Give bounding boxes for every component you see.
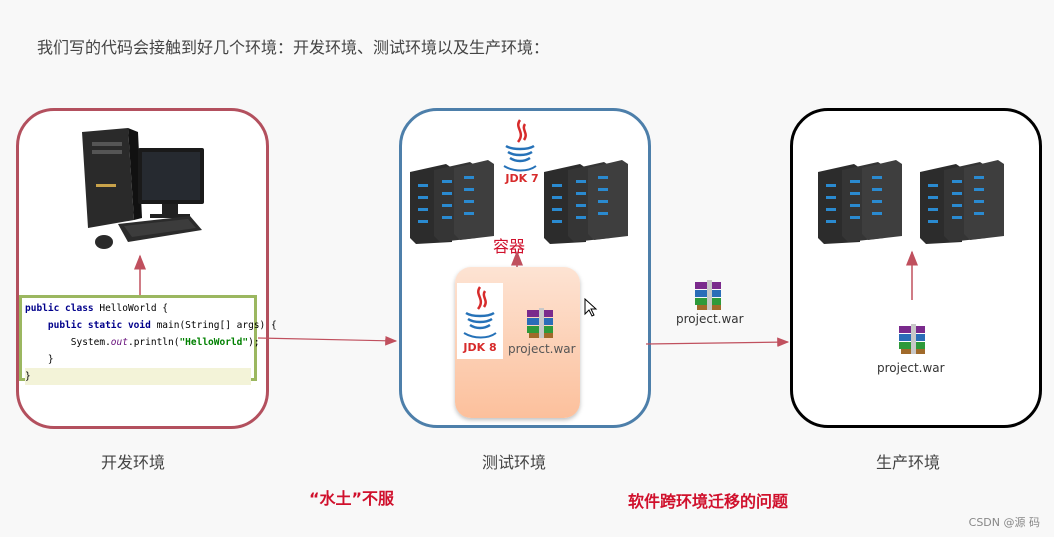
- jdk7-label: JDK 7: [505, 172, 539, 185]
- jdk8-java-logo: JDK 8: [457, 283, 503, 359]
- code-line-3-string: "HelloWorld": [179, 337, 249, 348]
- incompatibility-caption: “水土”不服: [309, 489, 395, 508]
- desktop-computer-icon: [82, 128, 204, 249]
- watermark: CSDN @源 码: [968, 516, 1040, 529]
- migration-problem-caption: 软件跨环境迁移的问题: [628, 492, 789, 511]
- container-label: 容器: [493, 237, 526, 256]
- java-cup-icon: [463, 286, 497, 339]
- dev-to-test-arrow: [257, 335, 398, 346]
- server-rack-icon: [920, 160, 1004, 244]
- code-line-1-keyword: public class: [25, 303, 100, 314]
- transfer-war-label: project.war: [676, 312, 744, 326]
- war-archive-icon: [527, 308, 553, 338]
- code-line-3-mid: .println(: [127, 337, 180, 348]
- jdk8-label: JDK 8: [463, 341, 497, 354]
- code-line-4: }: [25, 354, 54, 365]
- container-war-label: project.war: [508, 342, 576, 356]
- war-archive-icon: [695, 280, 721, 310]
- page-heading: 我们写的代码会接触到好几个环境：开发环境、测试环境以及生产环境：: [37, 38, 550, 57]
- code-line-1-rest: HelloWorld {: [99, 303, 168, 314]
- code-line-3-pre: System.: [25, 337, 111, 348]
- server-rack-icon: [818, 160, 902, 244]
- war-archive-icon: [899, 324, 925, 354]
- java-cup-icon: [503, 119, 537, 172]
- code-line-5: }: [25, 368, 251, 385]
- prod-war-label: project.war: [877, 361, 945, 375]
- server-rack-icon: [410, 160, 494, 244]
- prod-environment-panel: [790, 108, 1042, 428]
- code-line-3-out: out: [110, 337, 128, 348]
- code-line-2-keyword: public static void: [25, 320, 157, 331]
- jdk7-java-logo: JDK 7: [498, 116, 542, 192]
- helloworld-code-snippet: public class HelloWorld { public static …: [19, 295, 277, 385]
- dev-environment-label: 开发环境: [101, 453, 166, 472]
- mouse-cursor-icon: [584, 298, 598, 317]
- prod-environment-label: 生产环境: [876, 453, 941, 472]
- test-to-prod-arrow: [645, 337, 790, 347]
- code-line-2-rest: main(String[] args) {: [156, 320, 277, 331]
- test-environment-label: 测试环境: [482, 453, 547, 472]
- code-line-3-end: );: [248, 337, 260, 348]
- server-rack-icon: [544, 160, 628, 244]
